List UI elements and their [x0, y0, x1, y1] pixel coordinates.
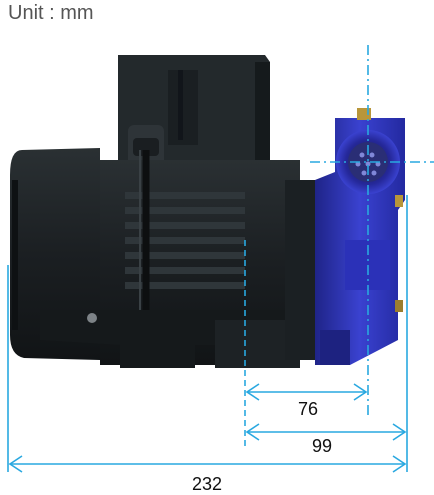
dimension-labels: 76 99 232 — [192, 399, 332, 494]
brass-fitting-side — [395, 195, 403, 207]
motor-flange — [285, 180, 317, 360]
dimension-label-76: 76 — [298, 399, 318, 419]
cooling-fins — [125, 192, 245, 289]
pump-side-view — [10, 55, 405, 368]
dimension-label-99: 99 — [312, 436, 332, 456]
unit-label: Unit : mm — [8, 2, 94, 24]
motor-end-cap — [10, 148, 100, 360]
brass-fitting-top — [357, 108, 371, 120]
dimension-lines — [7, 45, 434, 473]
mounting-bolt — [87, 313, 97, 323]
dimension-label-232: 232 — [192, 474, 222, 494]
